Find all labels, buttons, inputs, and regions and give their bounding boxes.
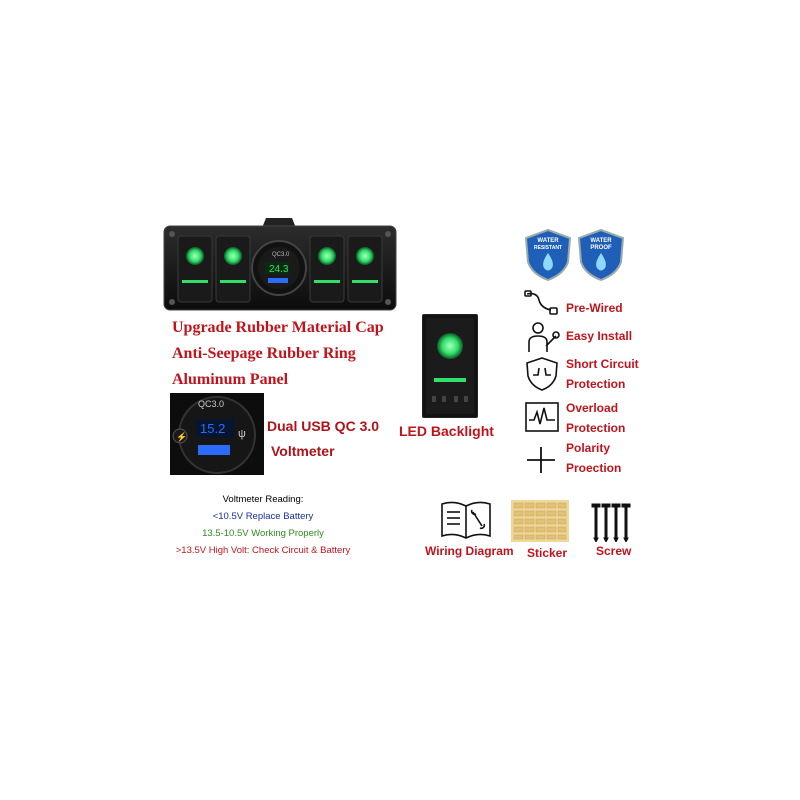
water-drop-icon [596, 253, 606, 271]
led-rocker-closeup [421, 313, 479, 419]
feature-overload: Overload Protection [566, 398, 646, 438]
usb-caption-line1: Dual USB QC 3.0 [267, 418, 380, 434]
shield-circuit-icon [524, 356, 560, 392]
voltmeter-line-high: >13.5V High Volt: Check Circuit & Batter… [175, 545, 351, 556]
switch-panel-image: 24.3 QC3.0 [162, 218, 398, 312]
accessory-screw: Screw [596, 544, 632, 558]
usb-closeup-image: ⚡ QC3.0 15.2 ψ [170, 393, 264, 475]
badge-2-line1: WATER [590, 238, 612, 244]
feature-short-circuit: Short Circuit Protection [566, 354, 656, 394]
water-resistant-badge: WATER RESISTANT [524, 228, 572, 282]
svg-text:ψ: ψ [238, 428, 246, 440]
accessory-sticker: Sticker [527, 546, 568, 560]
feature-easy-install: Easy Install [566, 329, 633, 343]
panel-feature-1: Upgrade Rubber Material Cap [172, 319, 384, 336]
water-proof-badge: WATER PROOF [577, 228, 625, 282]
feature-short-circuit-label: Short Circuit Protection [566, 357, 639, 391]
sticker-sheet-icon [511, 500, 569, 542]
feature-polarity: Polarity Proection [566, 438, 636, 478]
book-wrench-icon [440, 498, 492, 540]
plus-cross-icon [524, 446, 558, 474]
usb-voltmeter-module: 24.3 QC3.0 [251, 240, 307, 296]
overload-graph-icon [525, 402, 559, 432]
panel-feature-3: Aluminum Panel [172, 371, 289, 388]
feature-overload-label: Overload Protection [566, 401, 626, 435]
voltmeter-heading: Voltmeter Reading: [222, 494, 304, 505]
voltmeter-line-working: 13.5-10.5V Working Properly [202, 528, 324, 539]
feature-polarity-label: Polarity Proection [566, 441, 622, 475]
badge-1-line2: RESISTANT [534, 245, 562, 251]
rocker-switch [309, 235, 345, 303]
rocker-switch [215, 235, 251, 303]
badge-1-line1: WATER [537, 238, 559, 244]
rocker-switch [347, 235, 383, 303]
panel-voltage-readout: 24.3 [269, 264, 289, 275]
screws-icon [590, 502, 632, 544]
panel-qc-label: QC3.0 [272, 252, 290, 258]
switch-panel-graphic: 24.3 QC3.0 [163, 218, 397, 311]
badge-2-line2: PROOF [590, 245, 612, 251]
usb-closeup-voltage: 15.2 [200, 421, 225, 436]
panel-feature-2: Anti-Seepage Rubber Ring [172, 345, 356, 362]
feature-pre-wired: Pre-Wired [566, 301, 623, 315]
rocker-switch [177, 235, 213, 303]
cable-icon [523, 288, 559, 318]
usb-closeup-qc-label: QC3.0 [198, 399, 224, 409]
water-drop-icon [543, 253, 553, 271]
accessory-wiring-diagram: Wiring Diagram [425, 544, 514, 558]
installer-icon [526, 320, 560, 354]
svg-text:⚡: ⚡ [176, 431, 187, 443]
usb-caption-line2: Voltmeter [271, 443, 335, 459]
led-backlight-caption: LED Backlight [399, 423, 494, 439]
voltmeter-line-replace: <10.5V Replace Battery [212, 511, 314, 522]
